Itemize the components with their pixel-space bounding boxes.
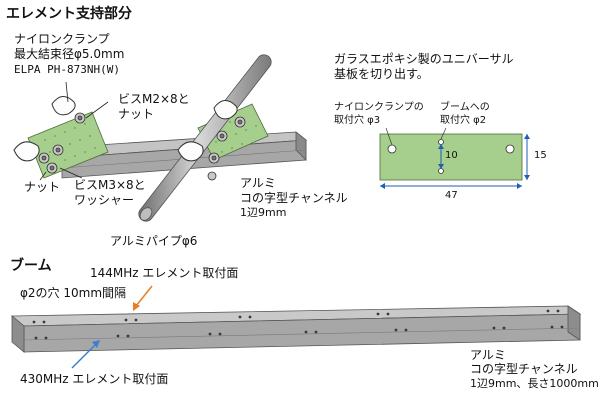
boom-channel-label-line-2: コの字型チャンネル <box>470 362 578 376</box>
dim-inner-label: 10 <box>445 150 458 161</box>
boom-channel-label-line-1: アルミ <box>470 348 506 362</box>
boom-hole-label-line-1: ブームへの <box>440 102 490 113</box>
short-channel-label-line-1: アルミ <box>240 176 276 190</box>
aluminum-pipe <box>138 54 272 222</box>
pipe-label: アルミパイプφ6 <box>110 234 198 248</box>
clamp-label-line-3: ELPA PH-873NH(W) <box>14 63 120 76</box>
short-channel-label-line-2: コの字型チャンネル <box>240 191 348 205</box>
nylon-clamp-left <box>13 96 76 162</box>
clamp-label-line-2: 最大結束径φ5.0mm <box>14 47 125 61</box>
boom-channel <box>10 305 582 353</box>
boom-channel-label-line-3: 1辺9mm、長さ1000mm <box>470 377 599 390</box>
screw-heads-left <box>38 112 86 174</box>
board-drawing <box>379 127 530 189</box>
dim-width-label: 47 <box>445 190 458 201</box>
board-description-line-2: 基板を切り出す。 <box>334 67 429 81</box>
nut-label: ナット <box>24 180 61 194</box>
arrow-144-mount <box>133 285 153 311</box>
short-channel-label-line-3: 1辺9mm <box>240 206 287 219</box>
boom-holes <box>32 309 564 340</box>
mount-144-label: 144MHz エレメント取付面 <box>90 266 239 280</box>
hole-spec-label: φ2の穴 10mm間隔 <box>20 286 127 300</box>
boom-hole-label-line-2: 取付穴 φ2 <box>440 115 487 126</box>
section-title-element-support: エレメント支持部分 <box>6 6 132 22</box>
clamp-hole-label-line-1: ナイロンクランプの <box>334 102 424 113</box>
screw-m2-label-line-1: ビスM2×8と <box>118 92 190 106</box>
dim-height-label: 15 <box>534 150 547 161</box>
mount-430-label: 430MHz エレメント取付面 <box>20 372 169 386</box>
arrow-430-mount <box>71 340 100 369</box>
section-title-boom: ブーム <box>10 258 52 274</box>
board-description-line-1: ガラスエポキシ製のユニバーサル <box>334 52 514 66</box>
clamp-label-line-1: ナイロンクランプ <box>14 32 110 46</box>
nylon-clamp-right <box>177 100 238 162</box>
screw-heads-right <box>207 116 246 181</box>
clamp-hole-label-line-2: 取付穴 φ3 <box>334 115 381 126</box>
screw-m3-label-line-2: ワッシャー <box>74 193 135 207</box>
leader-lines <box>39 81 109 181</box>
screw-m2-label-line-2: ナット <box>118 107 155 121</box>
screw-m3-label-line-1: ビスM3×8と <box>74 178 146 192</box>
